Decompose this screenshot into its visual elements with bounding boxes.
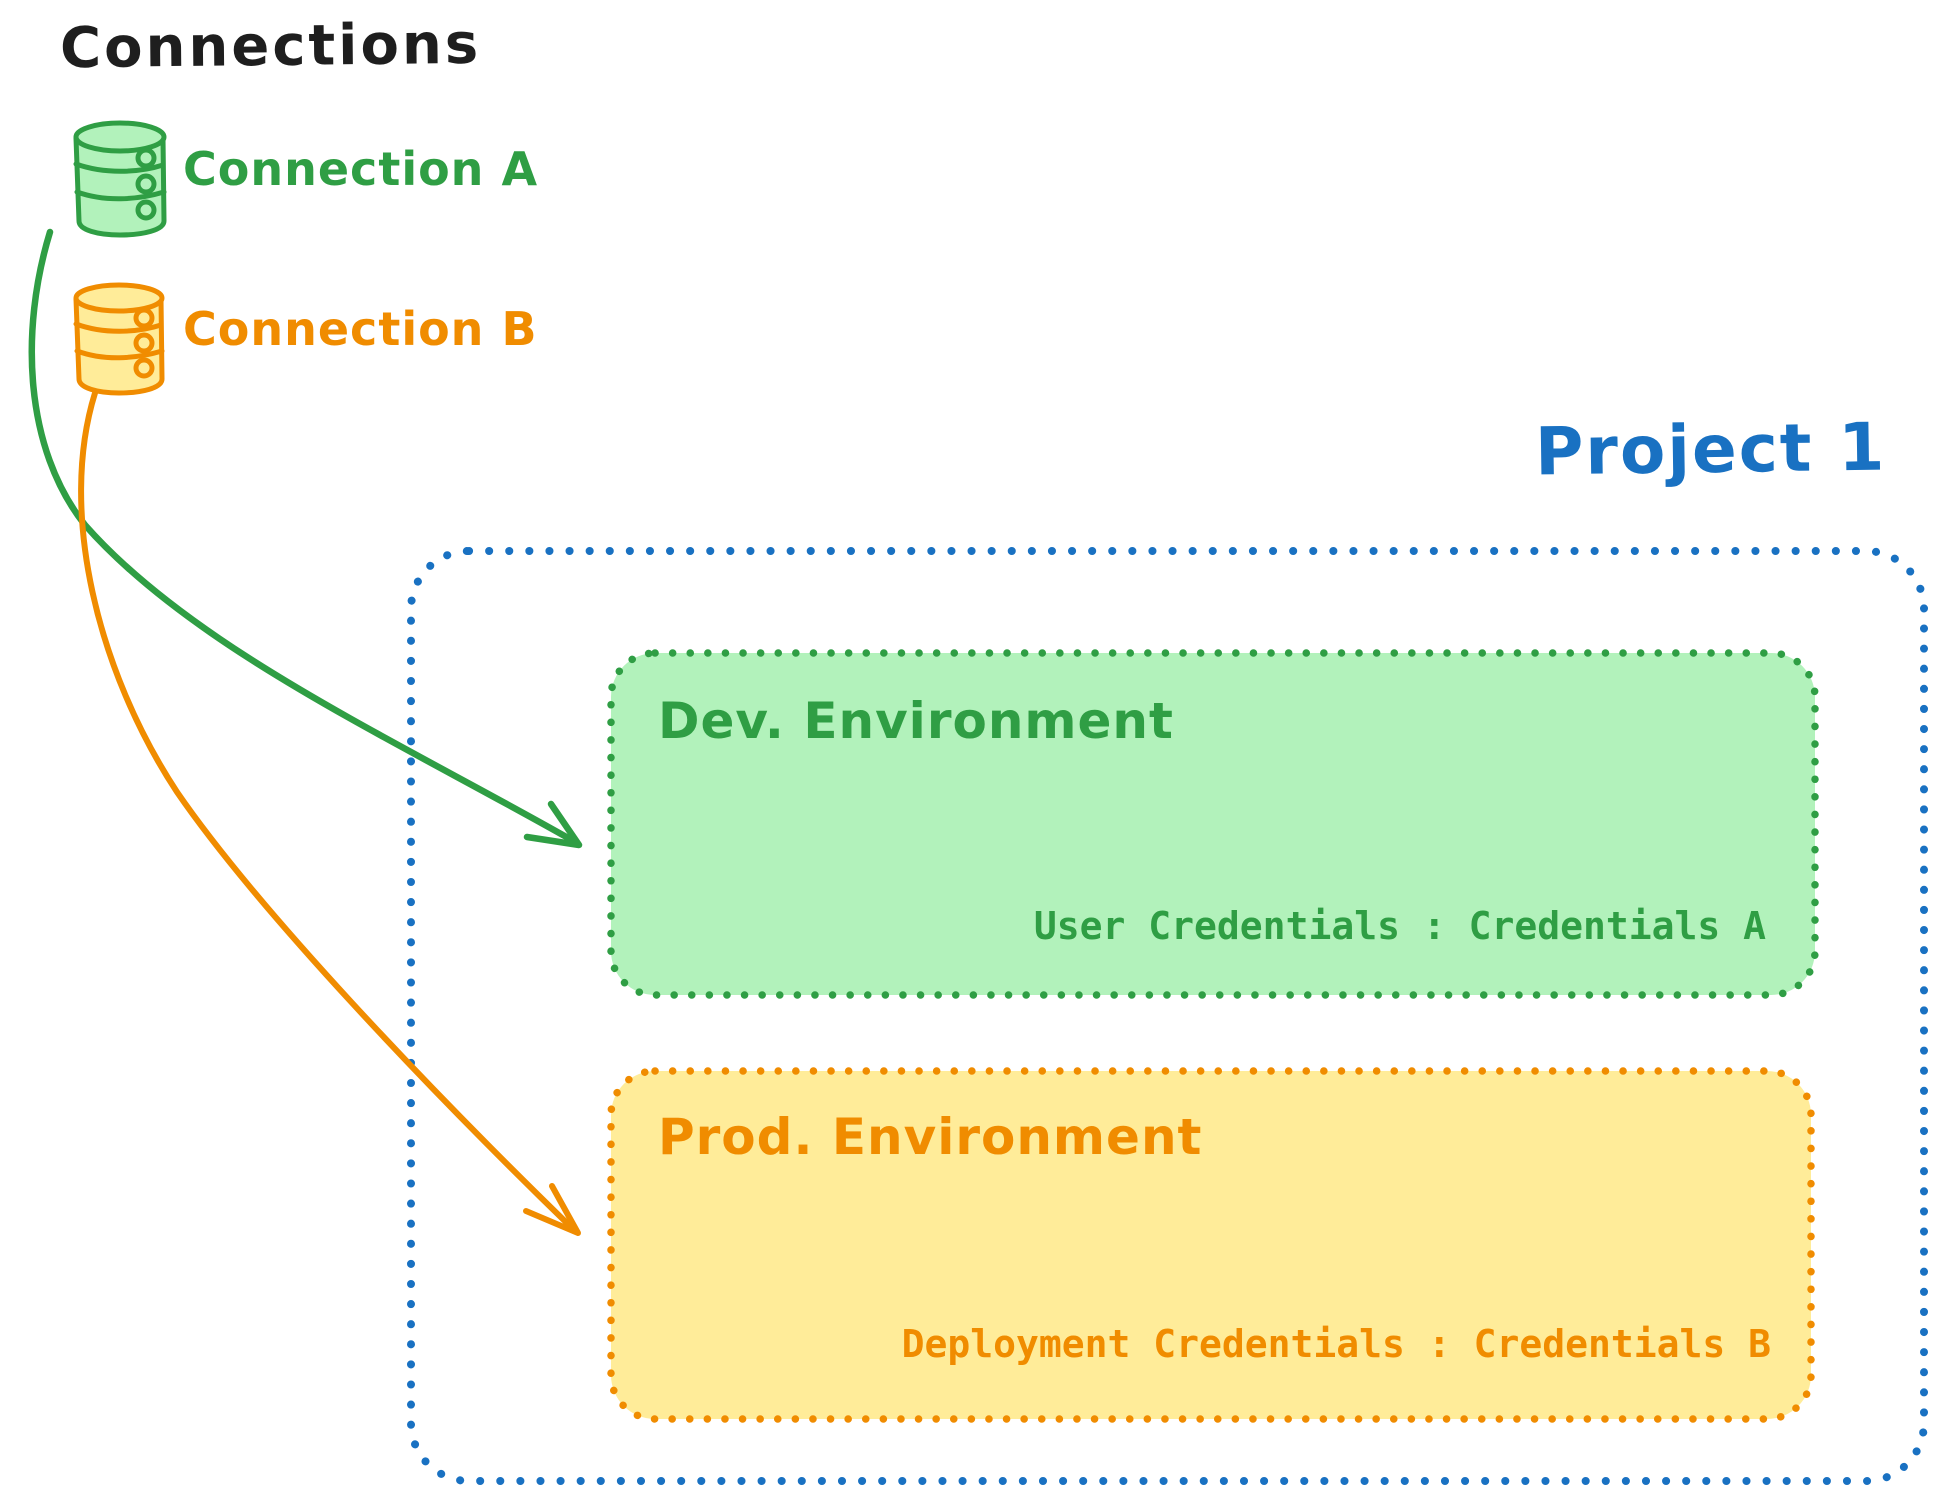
- prod-environment-title: Prod. Environment: [658, 1108, 1203, 1166]
- diagram-title: Connections: [59, 11, 482, 82]
- db-top: [73, 120, 167, 154]
- arrowhead: [523, 800, 583, 849]
- dev-environment-title: Dev. Environment: [658, 692, 1174, 750]
- db-top: [73, 282, 165, 314]
- connection-a-label: Connection A: [183, 142, 539, 196]
- db-indicator-light: [133, 357, 155, 379]
- project-box: [407, 547, 1928, 1485]
- project-title: Project 1: [1534, 408, 1887, 491]
- connection-b-label: Connection B: [183, 302, 538, 356]
- db-indicator-light: [133, 332, 155, 354]
- db-separator: [74, 348, 165, 361]
- prod-environment-credentials: Deployment Credentials : Credentials B: [901, 1322, 1771, 1366]
- db-separator: [73, 161, 166, 174]
- db-separator: [73, 321, 164, 334]
- db-indicator-light: [135, 199, 157, 221]
- arrowhead: [523, 1183, 581, 1236]
- arrow-line: [78, 390, 575, 1231]
- connection-b-database-icon: [73, 282, 165, 396]
- db-separator: [74, 189, 167, 202]
- db-indicator-light: [133, 307, 155, 329]
- dev-environment-box: [607, 649, 1819, 999]
- arrow-line: [28, 228, 581, 847]
- prod-environment-box: [607, 1067, 1815, 1423]
- connection-b-to-prod-arrow: [78, 390, 581, 1236]
- connection-a-to-dev-arrow: [28, 228, 583, 849]
- connection-a-database-icon: [73, 120, 167, 238]
- db-indicator-light: [135, 147, 157, 169]
- dev-environment-credentials: User Credentials : Credentials A: [1033, 904, 1766, 948]
- db-indicator-light: [135, 173, 157, 195]
